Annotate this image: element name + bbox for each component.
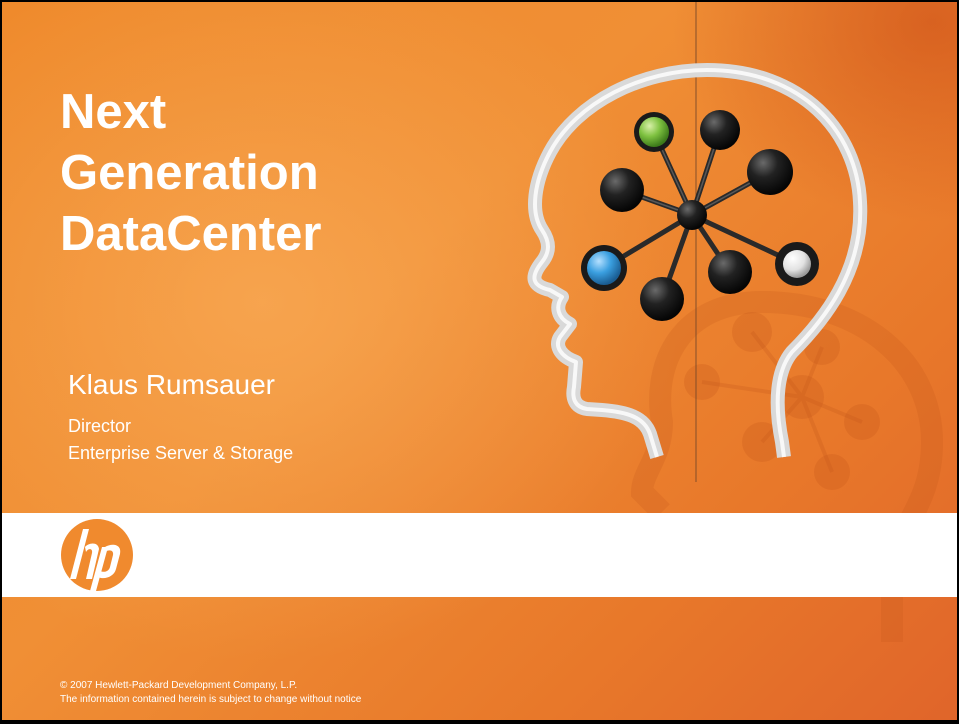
presenter-role: Director <box>68 416 132 436</box>
slide-title-line-2: Generation <box>60 146 319 200</box>
presenter-department: Enterprise Server & Storage <box>68 443 294 463</box>
footer: © 2007 Hewlett-Packard Development Compa… <box>60 679 361 707</box>
footer-copyright: © 2007 Hewlett-Packard Development Compa… <box>60 680 298 691</box>
presenter-block: Klaus Rumsauer Director Enterprise Serve… <box>68 367 293 467</box>
white-band <box>2 513 957 597</box>
slide-title-line-1: Next <box>60 85 167 139</box>
hp-logo-icon <box>61 519 133 591</box>
presenter-name: Klaus Rumsauer <box>68 369 275 400</box>
footer-notice: The information contained herein is subj… <box>60 694 362 705</box>
slide-title: Next Generation DataCenter <box>60 82 321 265</box>
slide-title-line-3: DataCenter <box>60 207 322 261</box>
